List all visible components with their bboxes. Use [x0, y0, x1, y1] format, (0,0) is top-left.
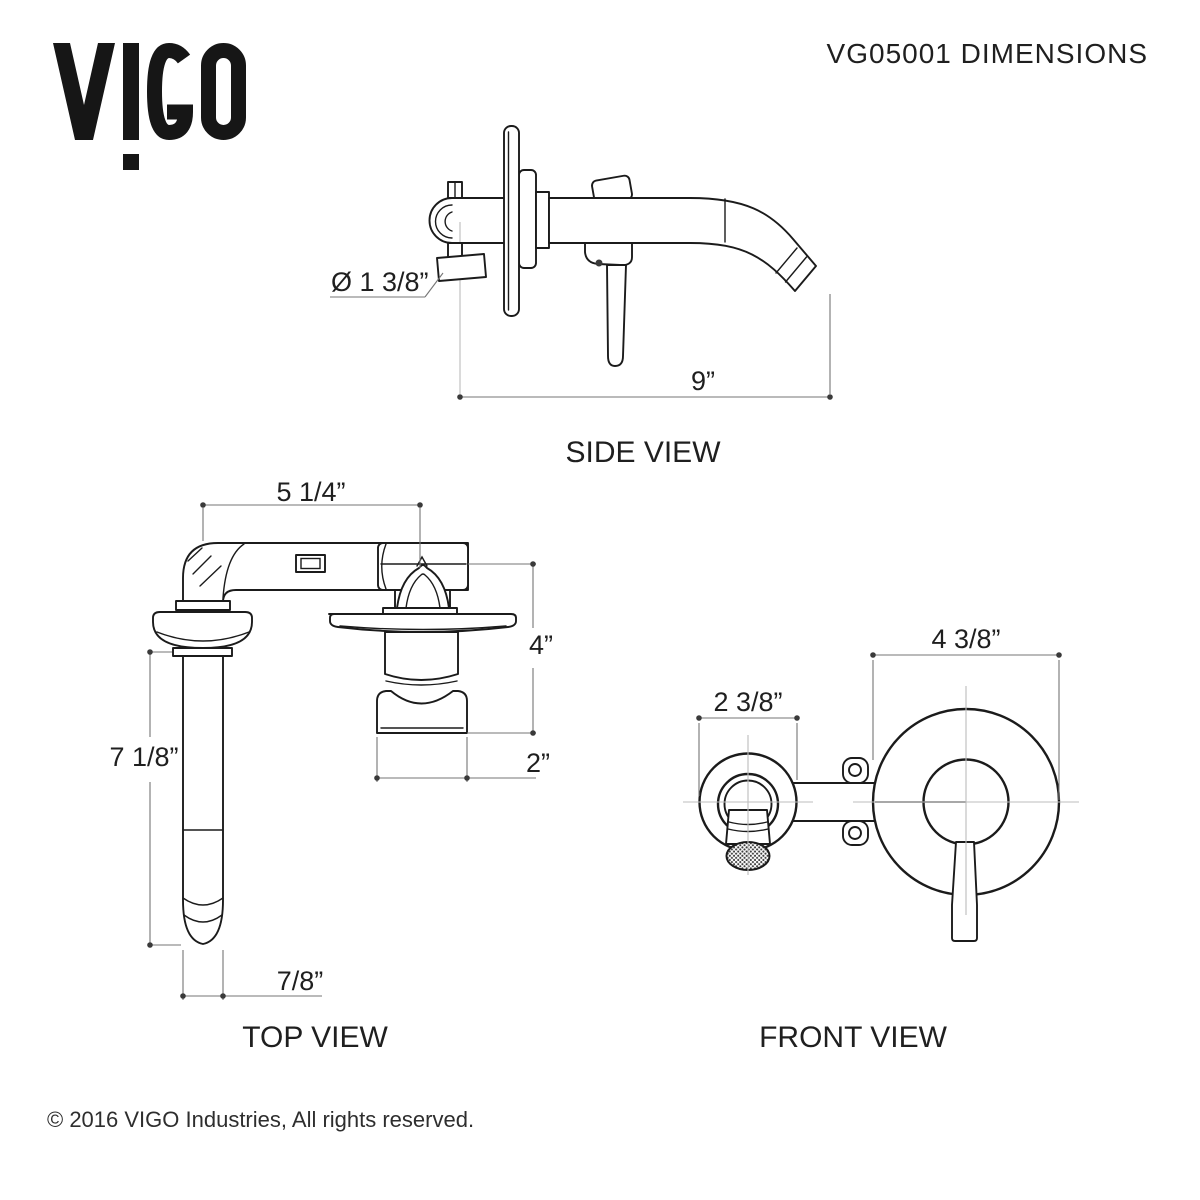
valve-cap-contour-1	[434, 204, 453, 239]
logo-letter-v	[53, 43, 115, 140]
handle-lever-front	[951, 841, 978, 942]
mounting-hole-bottom	[848, 826, 862, 840]
side-view-drawing: Ø 1 3/8” 9” SIDE VIEW	[330, 125, 833, 469]
arm-port-inner	[300, 557, 321, 570]
pivot-tent-inner	[405, 573, 441, 609]
top-view-label: TOP VIEW	[242, 1021, 388, 1054]
wall-plate-edge	[503, 125, 520, 317]
dim-endpoint	[530, 561, 536, 567]
dim-handle-plate-diameter: 4 3/8”	[931, 624, 1000, 654]
spout-escutcheon-top	[152, 611, 253, 649]
dim-endpoint	[1056, 652, 1062, 658]
dim-endpoint	[200, 502, 206, 508]
spout-tube	[548, 197, 817, 292]
handle-lever-top	[376, 690, 468, 734]
escutcheon-rim-line	[339, 625, 507, 631]
pivot-tent-outer	[396, 564, 450, 609]
mounting-bracket	[436, 253, 487, 282]
dim-endpoint	[464, 775, 470, 781]
bend-hatch	[187, 547, 203, 562]
dim-endpoint	[794, 715, 800, 721]
dim-spout-to-handle: 5 1/4”	[276, 477, 345, 507]
dim-endpoint	[870, 652, 876, 658]
logo-letter-i-dot	[123, 154, 139, 170]
arm-port-outer	[295, 554, 326, 573]
dim-endpoint	[147, 649, 153, 655]
dim-spout-projection: 7 1/8”	[109, 742, 178, 772]
pivot-tip	[416, 555, 428, 567]
sheet-title: VG05001 DIMENSIONS	[827, 38, 1148, 69]
front-view-label: FRONT VIEW	[759, 1021, 947, 1054]
spout-escutcheon-rim	[156, 631, 250, 642]
dim-connection-diameter: Ø 1 3/8”	[331, 267, 429, 297]
spout-collar-1	[175, 600, 231, 611]
handle-cylinder-top	[384, 631, 459, 681]
dim-endpoint	[147, 942, 153, 948]
bend-hatch	[199, 565, 222, 587]
arm-inner-bend	[222, 543, 245, 599]
spout-tip-collar-1	[784, 256, 808, 283]
top-view-drawing: 5 1/4” 4” 2” 7 1/8”	[109, 477, 553, 1054]
valve-body-crescent	[381, 543, 387, 590]
dim-spout-tube-diameter: 7/8”	[277, 966, 324, 996]
dim-endpoint	[530, 730, 536, 736]
spout-tip-collar-2	[775, 247, 798, 274]
logo-letter-g	[146, 42, 194, 141]
vigo-logo	[53, 42, 246, 170]
mounting-tab-bottom	[842, 820, 869, 846]
front-view-drawing: 4 3/8” 2 3/8” FRONT VIEW	[683, 624, 1079, 1054]
spout-tip-arc-2	[183, 914, 223, 923]
dim-spout-plate-diameter: 2 3/8”	[713, 687, 782, 717]
handle-lever-side	[606, 264, 627, 367]
set-screw	[595, 259, 603, 267]
handle-pivot-block	[584, 242, 633, 267]
valve-cap-contour-2	[444, 211, 453, 232]
valve-cap	[428, 197, 505, 244]
spout-tube-top	[182, 655, 224, 945]
plate-collar	[535, 191, 550, 249]
side-view-label: SIDE VIEW	[565, 436, 721, 469]
dim-endpoint	[457, 394, 463, 400]
logo-letter-i-stem	[123, 43, 139, 140]
dim-endpoint	[696, 715, 702, 721]
spout-collar-2	[172, 647, 233, 657]
diameter-leader	[424, 272, 444, 298]
mounting-hole-top	[848, 763, 862, 777]
dim-handle-width: 2”	[526, 748, 550, 778]
logo-letter-o	[201, 43, 246, 140]
dim-spout-reach: 9”	[691, 366, 715, 396]
dim-endpoint	[180, 993, 186, 999]
dim-endpoint	[417, 502, 423, 508]
handle-ring-line	[385, 680, 458, 686]
dim-endpoint	[374, 775, 380, 781]
bend-hatch	[192, 555, 212, 575]
dim-endpoint	[220, 993, 226, 999]
mounting-tab-top	[842, 757, 869, 784]
spout-tip-arc-1	[182, 897, 224, 906]
dim-handle-projection: 4”	[529, 630, 553, 660]
dim-endpoint	[827, 394, 833, 400]
rear-disc	[518, 169, 537, 269]
footer-copyright: © 2016 VIGO Industries, All rights reser…	[47, 1107, 474, 1132]
